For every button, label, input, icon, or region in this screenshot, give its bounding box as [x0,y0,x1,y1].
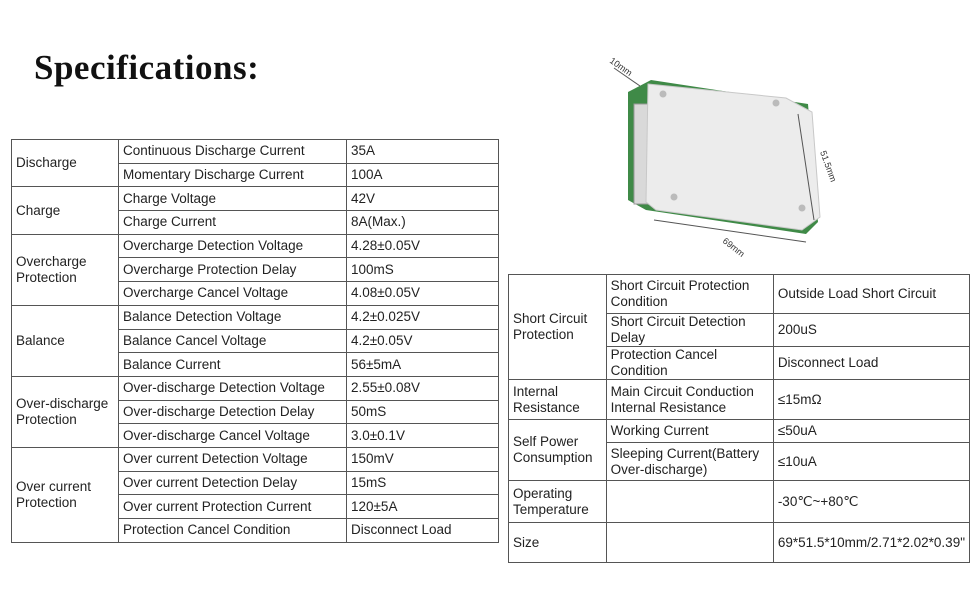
table-row: Sleeping Current(Battery Over-discharge)… [509,442,970,481]
group-label: Internal Resistance [508,379,607,420]
spec-parameter: Over-discharge Cancel Voltage [118,423,347,448]
spec-value: 4.28±0.05V [346,233,499,259]
bms-board-image: 10mm 51.5mm 69mm [608,55,839,259]
spec-parameter: Over current Detection Voltage [118,446,347,472]
group-label: Charge [11,186,119,235]
spec-value: Disconnect Load [346,518,499,543]
group-label: Overcharge Protection [11,233,119,306]
spec-parameter: Continuous Discharge Current [118,139,347,164]
spec-value: 42V [346,186,499,212]
spec-value: ≤50uA [772,419,970,443]
group-label: Discharge [11,138,119,188]
screw [659,90,667,98]
spec-value: -30℃~+80℃ [772,480,970,523]
group-label: Short Circuit Protection [508,274,607,380]
spec-value: ≤15mΩ [772,379,970,420]
group-label: Self Power Consumption [508,419,607,481]
screw [798,204,806,212]
spec-parameter: Short Circuit Protection Condition [605,274,774,314]
spec-parameter: Overcharge Detection Voltage [118,233,347,259]
spec-value: 120±5A [346,494,499,519]
table-row: Size 69*51.5*10mm/2.71*2.02*0.39" [508,522,970,563]
spec-parameter: Sleeping Current(Battery Over-discharge) [605,442,774,481]
group-label: Size [508,522,607,563]
spec-parameter: Overcharge Protection Delay [118,257,347,283]
aluminum-cover [645,83,821,231]
group-label: Balance [11,304,119,377]
group-label: Over current Protection [11,446,119,543]
spec-value: 3.0±0.1V [346,423,499,448]
table-row: Operating Temperature -30℃~+80℃ [508,480,970,523]
spec-parameter: Main Circuit Conduction Internal Resista… [605,379,774,420]
spec-parameter [605,522,774,563]
dim-height: 10mm [608,55,634,78]
spec-value: 150mV [346,446,499,472]
screw [670,193,678,201]
spec-value: 56±5mA [346,352,499,377]
dim-length: 69mm [721,236,747,259]
spec-value: 15mS [346,470,499,496]
spec-value: 4.2±0.05V [346,328,499,354]
spec-value: 2.55±0.08V [346,375,499,401]
spec-value: 100mS [346,257,499,283]
spec-value: 100A [346,162,499,188]
spec-value: 200uS [772,313,970,347]
spec-parameter: Balance Detection Voltage [118,304,347,330]
spec-parameter: Charge Voltage [118,186,347,212]
spec-parameter: Charge Current [118,210,347,235]
spec-parameter: Balance Cancel Voltage [118,328,347,354]
spec-parameter: Protection Cancel Condition [605,346,774,380]
screw [772,99,780,107]
page-title: Specifications: [34,48,260,87]
spec-parameter: Working Current [605,419,774,443]
spec-parameter [605,480,774,523]
spec-parameter: Protection Cancel Condition [118,518,347,543]
spec-parameter: Short Circuit Detection Delay [605,313,774,347]
spec-parameter: Over-discharge Detection Voltage [118,375,347,401]
spec-parameter: Balance Current [118,352,347,377]
spec-value: 69*51.5*10mm/2.71*2.02*0.39" [772,522,970,563]
group-label: Over-discharge Protection [11,375,119,448]
spec-value: 35A [346,139,499,164]
spec-parameter: Over current Detection Delay [118,470,347,496]
spec-parameter: Momentary Discharge Current [118,162,347,188]
spec-parameter: Over-discharge Detection Delay [118,399,347,425]
spec-value: Disconnect Load [772,346,970,380]
group-label: Operating Temperature [508,480,607,523]
spec-value: ≤10uA [772,442,970,481]
spec-value: 4.2±0.025V [346,304,499,330]
spec-value: 4.08±0.05V [346,281,499,306]
spec-parameter: Over current Protection Current [118,494,347,519]
spec-value: 50mS [346,399,499,425]
dim-width: 51.5mm [818,149,839,183]
spec-value: 8A(Max.) [346,210,499,235]
spec-value: Outside Load Short Circuit [772,274,970,314]
spec-parameter: Overcharge Cancel Voltage [118,281,347,306]
